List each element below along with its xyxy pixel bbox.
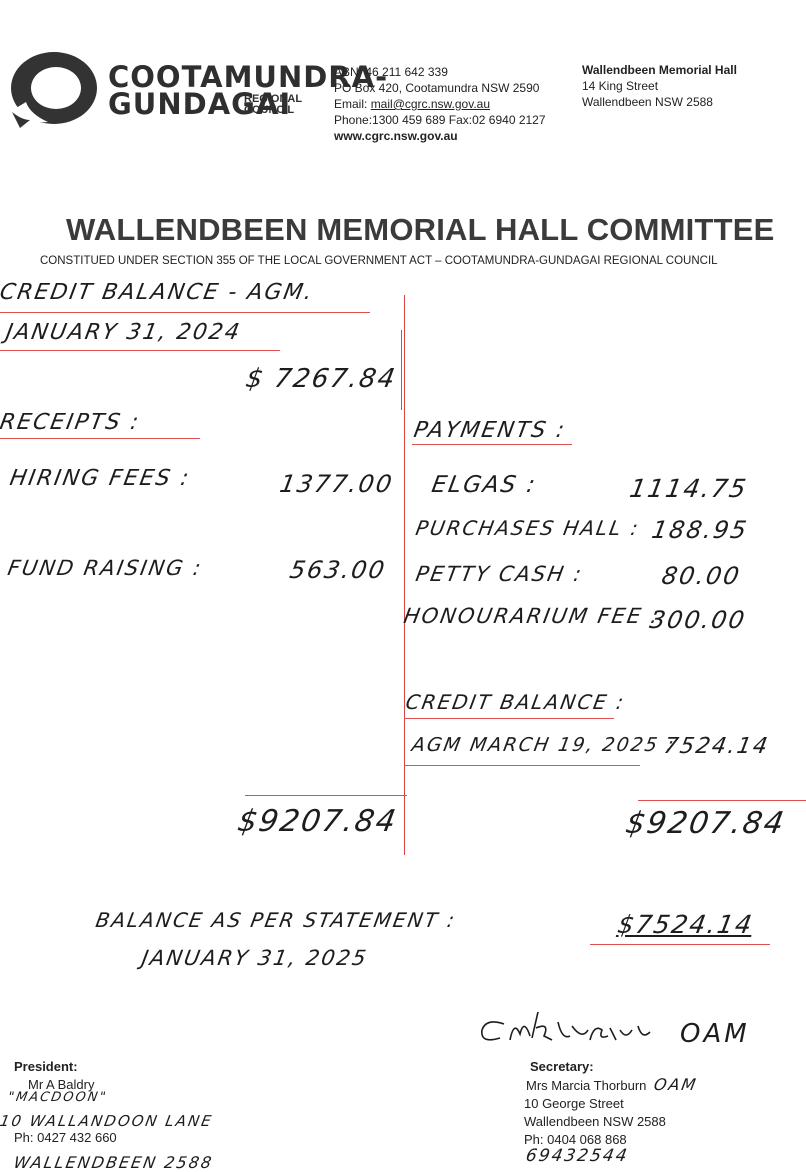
logo-line-1: COOTAMUNDRA- [108,60,389,94]
total-rule-left [245,795,407,796]
president-block: President: Mr A Baldry [14,1058,274,1094]
president-label: President: [14,1059,78,1074]
logo-line-2: GUNDAGAI [108,87,292,121]
underline-payments [412,444,572,445]
hand-date-closing: JANUARY 31, 2025 [139,946,370,970]
page-subtitle: CONSTITUED UNDER SECTION 355 OF THE LOCA… [40,255,718,267]
hall-address: Wallendbeen Memorial Hall 14 King Street… [582,62,802,110]
hand-total-right: $9207.84 [622,806,789,841]
po-box: PO Box 420, Cootamundra NSW 2590 [334,81,540,95]
hand-balance-amount: $7524.14 [615,910,756,939]
president-hand-road: 10 WALLANDOON LANE [0,1112,215,1130]
hand-credit-balance-label: CREDIT BALANCE : [403,690,628,714]
underline-balance [590,944,770,945]
total-rule-right [638,800,806,801]
underline-date [0,350,280,351]
council-contact: ABN: 46 211 642 339 PO Box 420, Cootamun… [334,64,564,144]
hand-purchases-label: PURCHASES HALL : [413,516,642,540]
hand-elgas-amount: 1114.75 [627,474,750,503]
logo-line-3a: REGIONAL [244,93,303,105]
website-link[interactable]: www.cgrc.nsw.gov.au [334,129,458,143]
hand-hiring-fees-label: HIRING FEES : [7,466,193,491]
hand-total-left: $9207.84 [234,804,401,839]
hand-balance-statement: BALANCE AS PER STATEMENT : [93,908,459,932]
hand-credit-balance-agm: CREDIT BALANCE - AGM. [0,280,316,305]
hand-opening-amount: $ 7267.84 [243,364,399,394]
hand-fund-raising-label: FUND RAISING : [5,556,205,580]
secretary-street: 10 George Street [524,1096,624,1111]
logo-line-3b: COUNCIL [244,104,295,116]
hand-petty-amount: 80.00 [659,562,744,590]
underline-credit [404,718,614,719]
hand-date-opening: JANUARY 31, 2024 [3,320,244,345]
underline-agm [0,312,370,313]
signature: OAM [470,1000,790,1060]
secretary-block: Secretary: Mrs Marcia Thorburn OAM 10 Ge… [524,1058,794,1149]
secretary-phone: Ph: 0404 068 868 [524,1132,627,1147]
signature-scribble-icon: OAM [481,1011,750,1049]
secretary-town: Wallendbeen NSW 2588 [524,1114,666,1129]
council-logo-icon [11,52,97,128]
council-logo: COOTAMUNDRA- GUNDAGAI REGIONAL COUNCIL [8,48,387,132]
hand-fund-raising-amount: 563.00 [287,556,389,584]
underline-agm-march [404,765,640,766]
ledger-divider-main [404,295,405,855]
phone-fax: Phone:1300 459 689 Fax:02 6940 2127 [334,113,546,127]
hand-hiring-fees-amount: 1377.00 [277,470,396,498]
underline-receipts [0,438,200,439]
hand-receipts-heading: RECEIPTS : [0,410,143,435]
ledger-divider-upper [401,330,402,410]
secretary-name: Mrs Marcia Thorburn [526,1078,647,1093]
secretary-hand-phone: 69432544 [524,1146,631,1166]
hand-purchases-amount: 188.95 [649,516,751,544]
secretary-label: Secretary: [530,1059,594,1074]
hall-street: 14 King Street [582,79,659,93]
hand-elgas-label: ELGAS : [429,472,539,498]
hand-honour-label: HONOURARIUM FEE : [401,604,663,628]
hand-payments-heading: PAYMENTS : [411,418,569,443]
secretary-hand-oam: OAM [652,1075,700,1094]
president-phone: Ph: 0427 432 660 [14,1130,117,1145]
page-title: WALLENDBEEN MEMORIAL HALL COMMITTEE [66,212,775,247]
svg-text:OAM: OAM [680,1019,750,1049]
president-name: Mr A Baldry [28,1077,95,1092]
hall-name: Wallendbeen Memorial Hall [582,63,737,77]
hall-town: Wallendbeen NSW 2588 [582,95,713,109]
email-line: Email: mail@cgrc.nsw.gov.au [334,96,564,112]
email-label: Email: [334,97,371,111]
email-link[interactable]: mail@cgrc.nsw.gov.au [370,97,491,111]
hand-agm-date-label: AGM MARCH 19, 2025 : [410,734,678,756]
abn: ABN: 46 211 642 339 [334,65,448,79]
president-hand-town: WALLENDBEEN 2588 [12,1153,215,1172]
hand-petty-label: PETTY CASH : [413,562,586,586]
president-hand-house: "MACDOON" [6,1090,109,1105]
hand-honour-amount: 300.00 [647,606,749,634]
hand-closing-credit: 7524.14 [661,734,772,759]
